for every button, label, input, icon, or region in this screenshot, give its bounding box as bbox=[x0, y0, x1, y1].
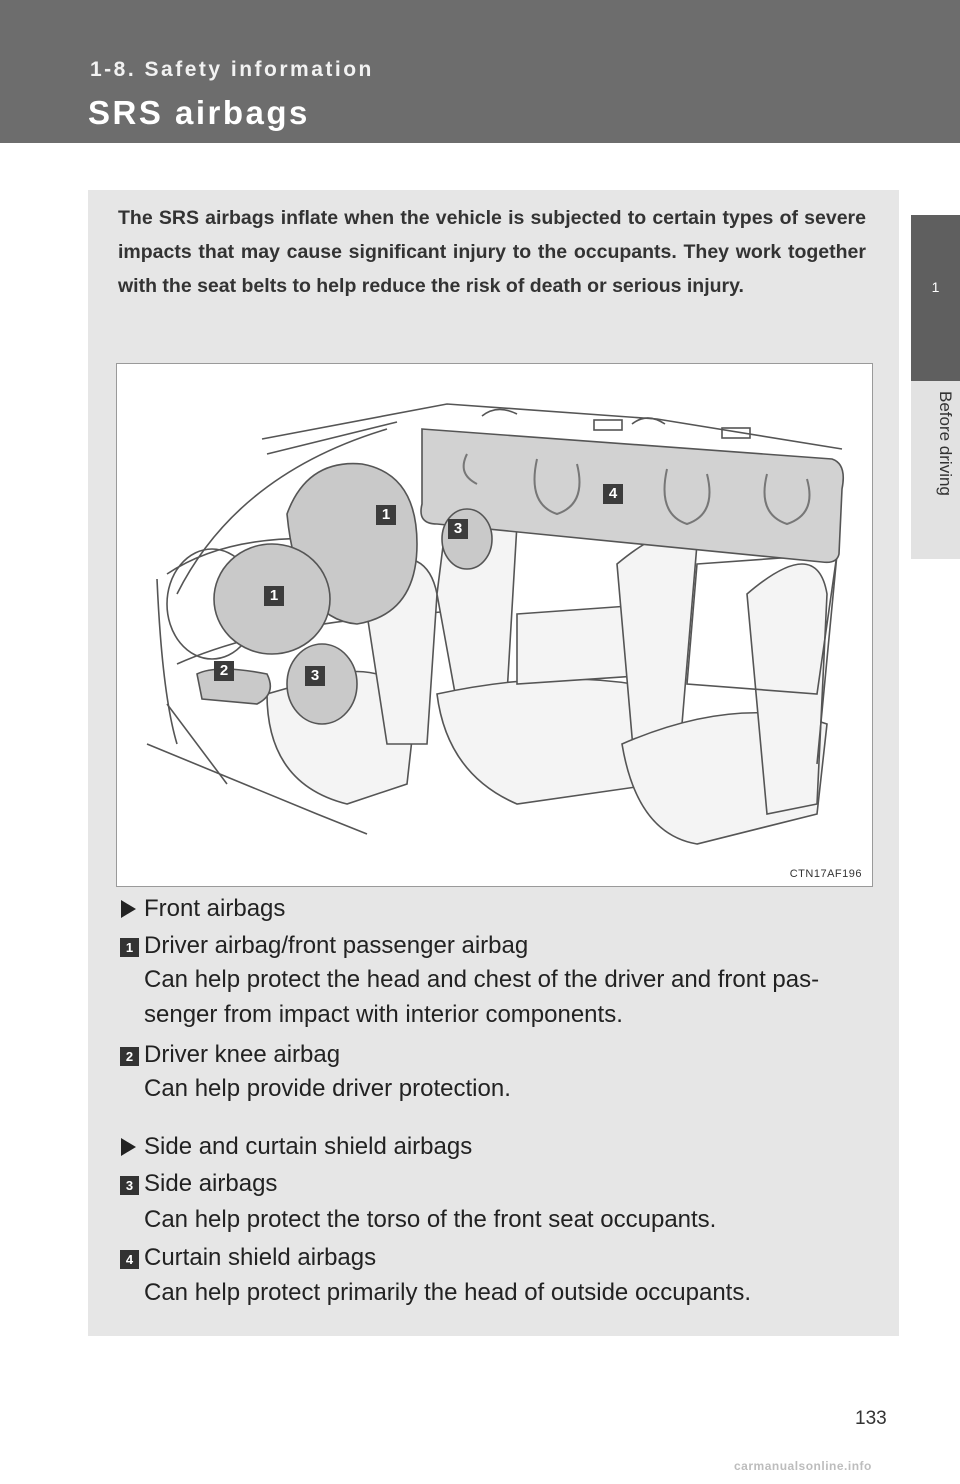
item-description: Can help protect the torso of the front … bbox=[144, 1206, 717, 1233]
triangle-bullet-icon bbox=[121, 900, 136, 918]
section-title: 1-8. Safety information bbox=[90, 58, 374, 81]
airbag-figure: 1 1 2 3 3 4 CTN17AF196 bbox=[116, 363, 873, 887]
number-1-icon: 1 bbox=[120, 938, 139, 957]
figure-label-1a: 1 bbox=[376, 505, 396, 525]
page-header: 1-8. Safety information SRS airbags bbox=[0, 0, 960, 143]
figure-code: CTN17AF196 bbox=[789, 868, 862, 880]
item-title: Curtain shield airbags bbox=[144, 1244, 377, 1271]
page-number: 133 bbox=[855, 1408, 887, 1429]
chapter-tab[interactable]: 1 bbox=[911, 215, 960, 381]
chapter-label: Before driving bbox=[936, 391, 955, 496]
figure-label-1b: 1 bbox=[264, 586, 284, 606]
footer-watermark[interactable]: carmanualsonline.info bbox=[734, 1459, 872, 1473]
chapter-number: 1 bbox=[931, 279, 940, 295]
figure-label-3a: 3 bbox=[448, 519, 468, 539]
number-2-icon: 2 bbox=[120, 1047, 139, 1066]
item-description: Can help provide driver protection. bbox=[144, 1075, 511, 1102]
item-description: senger from impact with interior compone… bbox=[144, 1001, 623, 1028]
item-title: Driver airbag/front passenger airbag bbox=[144, 932, 529, 959]
group-heading: Front airbags bbox=[144, 895, 286, 922]
group-heading: Side and curtain shield airbags bbox=[144, 1133, 473, 1160]
triangle-bullet-icon bbox=[121, 1138, 136, 1156]
figure-label-4: 4 bbox=[603, 484, 623, 504]
number-3-icon: 3 bbox=[120, 1176, 139, 1195]
item-description: Can help protect primarily the head of o… bbox=[144, 1279, 752, 1306]
car-interior-illustration bbox=[146, 403, 845, 845]
chapter-label-tab: Before driving bbox=[911, 381, 960, 559]
figure-label-3b: 3 bbox=[305, 666, 325, 686]
page-title: SRS airbags bbox=[88, 94, 310, 131]
item-title: Side airbags bbox=[144, 1170, 278, 1197]
intro-paragraph: The SRS airbags inflate when the vehicle… bbox=[118, 207, 866, 297]
number-4-icon: 4 bbox=[120, 1250, 139, 1269]
item-description: Can help protect the head and chest of t… bbox=[144, 966, 820, 993]
figure-label-2: 2 bbox=[214, 661, 234, 681]
item-title: Driver knee airbag bbox=[144, 1041, 341, 1068]
